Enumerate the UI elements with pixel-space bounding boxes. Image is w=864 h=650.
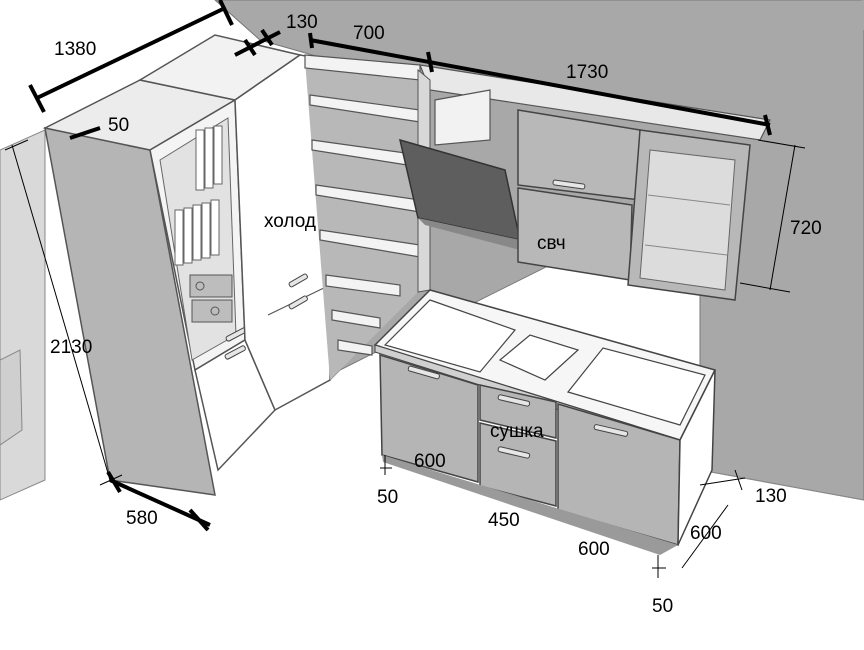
handle bbox=[288, 273, 308, 288]
label-dryer: сушка bbox=[490, 421, 544, 442]
dim-tall-depth: 580 bbox=[126, 508, 158, 529]
left-wall bbox=[0, 129, 46, 501]
left-wall-panel bbox=[0, 349, 23, 446]
base-left bbox=[379, 353, 479, 483]
dimension-lines-thin bbox=[4, 139, 806, 578]
dim-base-right: 600 bbox=[578, 539, 610, 560]
label-fridge: холод bbox=[264, 211, 316, 232]
hob-left bbox=[383, 299, 517, 373]
audio-equipment bbox=[189, 274, 233, 323]
dim-shelf-width: 700 bbox=[353, 23, 385, 44]
drawer-bottom bbox=[479, 422, 557, 507]
dim-side-panel: 50 bbox=[108, 115, 130, 136]
handle bbox=[552, 179, 586, 190]
handle bbox=[593, 424, 629, 437]
label-microwave: свч bbox=[537, 233, 566, 254]
hood-under bbox=[418, 218, 520, 250]
plinth bbox=[382, 455, 678, 555]
sink bbox=[498, 334, 580, 381]
handle bbox=[407, 365, 440, 380]
dim-base-plinth-right: 50 bbox=[652, 596, 674, 617]
dim-upper-height: 720 bbox=[790, 218, 822, 239]
handle bbox=[288, 295, 308, 310]
dim-wall-gap: 130 bbox=[286, 12, 318, 33]
base-right-side bbox=[677, 369, 716, 546]
handle bbox=[224, 345, 246, 360]
display-cabinet-glass bbox=[639, 149, 736, 291]
dim-top-left-width: 1380 bbox=[54, 39, 97, 60]
display-shelf bbox=[644, 244, 728, 256]
dim-drawer-width: 450 bbox=[488, 510, 520, 531]
back-wall-upper bbox=[330, 0, 864, 85]
dim-base-depth: 600 bbox=[690, 523, 722, 544]
handle bbox=[497, 446, 531, 459]
floor-edge bbox=[699, 469, 864, 501]
shelving-back bbox=[305, 55, 420, 380]
books-shelf-1 bbox=[174, 125, 223, 266]
handle bbox=[497, 394, 531, 407]
hood-box bbox=[434, 89, 491, 146]
hob-right bbox=[566, 347, 706, 426]
dim-tall-height: 2130 bbox=[50, 337, 93, 358]
dim-wall-run: 1730 bbox=[566, 62, 609, 83]
shelves bbox=[304, 54, 421, 356]
display-shelf bbox=[647, 194, 731, 206]
dim-base-left: 600 bbox=[414, 451, 446, 472]
dim-base-plinth-left: 50 bbox=[377, 487, 399, 508]
dim-right-gap: 130 bbox=[755, 486, 787, 507]
dimension-lines-bold bbox=[28, 0, 772, 532]
